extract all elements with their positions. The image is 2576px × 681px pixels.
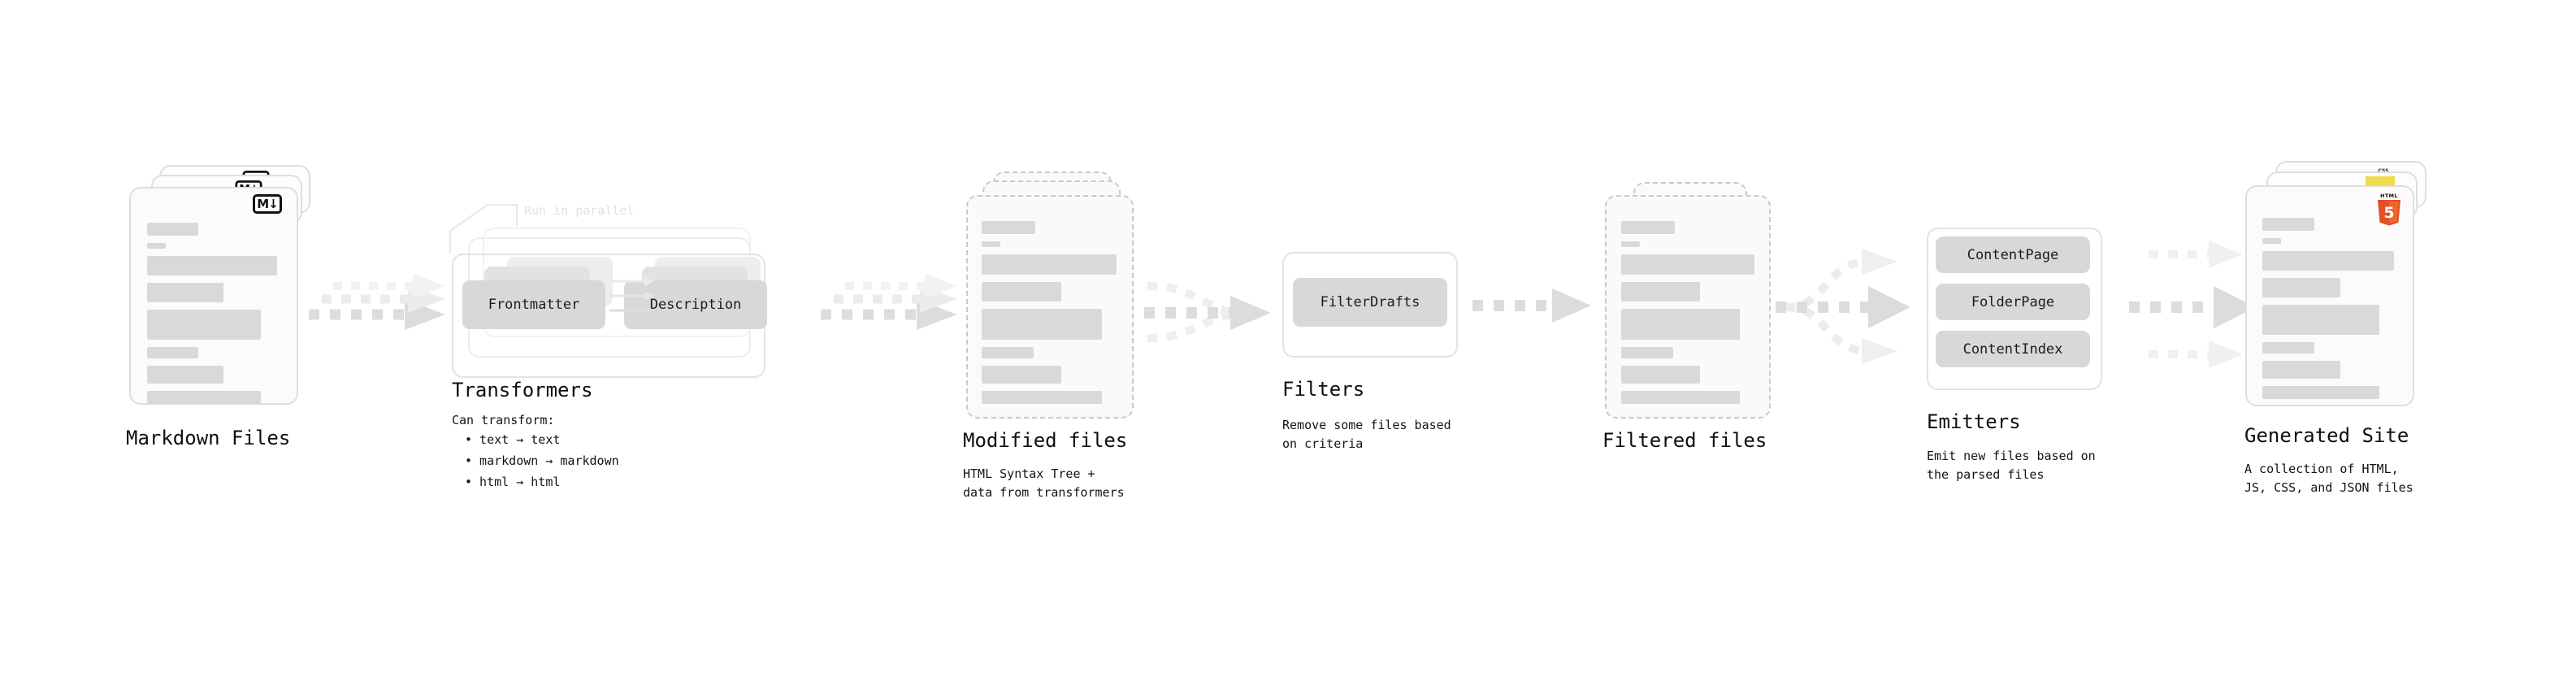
placeholder-bar	[147, 366, 223, 384]
placeholder-bar	[2262, 238, 2281, 244]
frontmatter-chip[interactable]: Frontmatter	[462, 280, 605, 329]
emitters-subtitle: Emit new files based on the parsed files	[1927, 449, 2096, 482]
placeholder-bar	[982, 309, 1102, 340]
placeholder-bar	[1621, 366, 1700, 384]
placeholder-bar	[147, 223, 198, 236]
arrow-emitters-to-site	[2129, 241, 2256, 368]
placeholder-bar	[147, 391, 261, 404]
transformers-bullet-2: • markdown → markdown	[465, 453, 619, 468]
placeholder-bar	[2262, 218, 2314, 231]
placeholder-bar	[2262, 342, 2314, 354]
modified-files-subtitle: HTML Syntax Tree + data from transformer…	[963, 466, 1125, 500]
svg-text:5: 5	[2383, 204, 2394, 222]
placeholder-bar	[982, 282, 1061, 301]
run-in-parallel-bracket	[449, 204, 518, 254]
placeholder-bar	[2262, 305, 2379, 335]
modified-placeholder-bars	[982, 221, 1120, 411]
contentindex-chip[interactable]: ContentIndex	[1936, 331, 2090, 367]
description-chip[interactable]: Description	[624, 280, 767, 329]
placeholder-bar	[982, 366, 1061, 384]
filtered-files-title: Filtered files	[1602, 429, 1767, 452]
filters-title: Filters	[1282, 378, 1365, 401]
filterdrafts-chip[interactable]: FilterDrafts	[1293, 278, 1447, 327]
transformers-bullet-1: • text → text	[465, 432, 561, 447]
transformer-inner-arrows	[609, 277, 656, 315]
placeholder-bar	[147, 256, 277, 275]
placeholder-bar	[1621, 221, 1675, 234]
arrow-markdown-to-transformers	[309, 274, 445, 330]
svg-text:HTML: HTML	[2380, 193, 2398, 199]
contentpage-chip[interactable]: ContentPage	[1936, 236, 2090, 273]
placeholder-bar	[1621, 347, 1673, 358]
markdown-icon: M↓	[253, 194, 282, 214]
placeholder-bar	[2262, 361, 2340, 379]
transformers-title: Transformers	[452, 379, 593, 401]
arrow-filters-to-filtered	[1472, 288, 1591, 323]
placeholder-bar	[982, 391, 1102, 404]
folderpage-chip[interactable]: FolderPage	[1936, 284, 2090, 320]
placeholder-bar	[982, 241, 1000, 247]
placeholder-bar	[982, 221, 1035, 234]
placeholder-bar	[982, 347, 1034, 358]
placeholder-bar	[1621, 282, 1700, 301]
placeholder-bar	[147, 243, 166, 249]
transformers-sub-line: Can transform:	[452, 413, 555, 427]
placeholder-bar	[147, 347, 198, 358]
arrow-modified-to-filters	[1144, 282, 1271, 342]
generated-site-subtitle: A collection of HTML, JS, CSS, and JSON …	[2244, 462, 2413, 495]
filters-subtitle: Remove some files based on criteria	[1282, 418, 1451, 451]
arrow-filtered-to-emitters	[1776, 249, 1910, 364]
placeholder-bar	[1621, 309, 1740, 340]
placeholder-bar	[2262, 386, 2379, 399]
arrow-transformers-to-modified	[821, 274, 957, 330]
svg-text:CSS: CSS	[2379, 168, 2389, 174]
run-in-parallel-label: Run in parallel	[524, 203, 635, 218]
placeholder-bar	[2262, 251, 2394, 271]
modified-files-title: Modified files	[963, 429, 1128, 452]
transformers-bullet-3: • html → html	[465, 475, 561, 489]
filters-group	[1282, 252, 1458, 358]
placeholder-bar	[1621, 241, 1640, 247]
filtered-placeholder-bars	[1621, 221, 1758, 411]
transformers-subtitle: Can transform:	[452, 411, 554, 430]
placeholder-bar	[147, 310, 261, 340]
generated-site-title: Generated Site	[2244, 424, 2409, 447]
placeholder-bar	[2262, 278, 2340, 297]
site-placeholder-bars	[2262, 218, 2397, 406]
placeholder-bar	[147, 283, 223, 302]
markdown-placeholder-bars	[147, 223, 282, 411]
emitters-group	[1927, 228, 2102, 390]
emitters-title: Emitters	[1927, 410, 2021, 433]
html5-icon: HTML 5	[2375, 192, 2403, 226]
placeholder-bar	[1621, 254, 1754, 275]
markdown-files-title: Markdown Files	[126, 427, 291, 449]
placeholder-bar	[1621, 391, 1740, 404]
placeholder-bar	[982, 254, 1117, 275]
